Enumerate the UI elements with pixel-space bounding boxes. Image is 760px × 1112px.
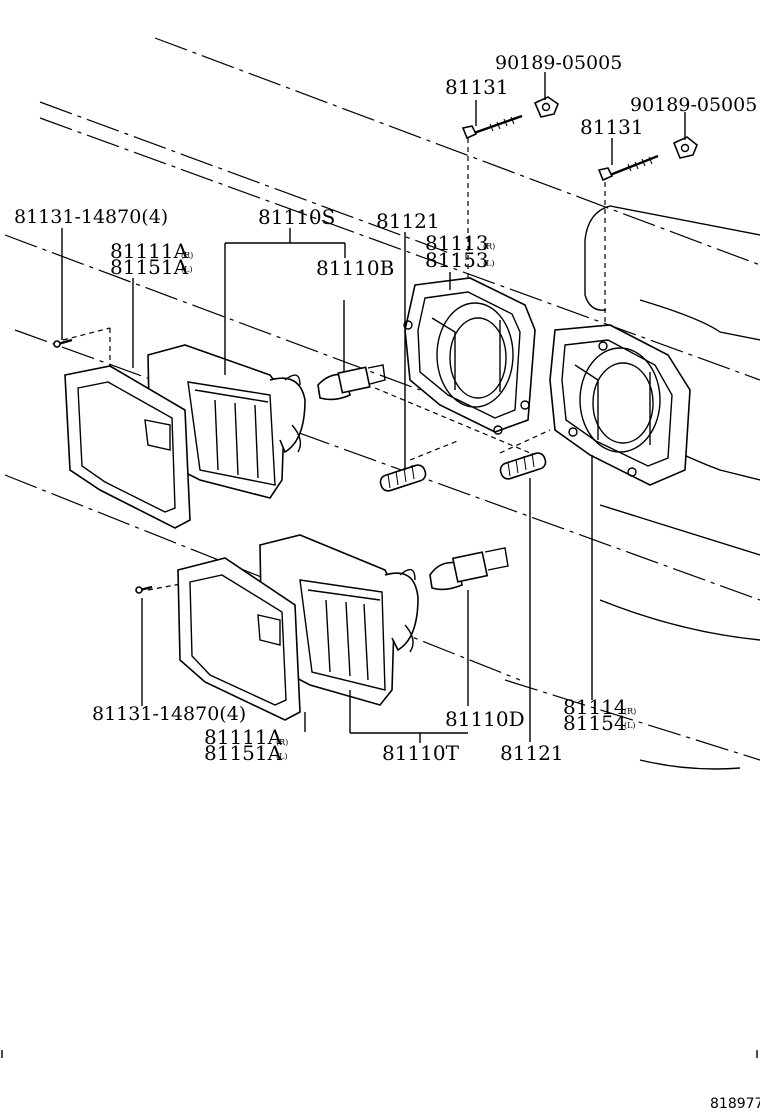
housing-81114 xyxy=(549,324,691,486)
label-housing-lh-suffix: (R) xyxy=(483,242,495,251)
retaining-rim-upper xyxy=(64,365,191,529)
label-screw-upper: 81131-14870(4) xyxy=(14,206,168,228)
label-housing-rh: 81153 xyxy=(425,248,489,272)
label-housing-lh: 81113 xyxy=(425,231,489,255)
bolt-81131-upper xyxy=(461,114,523,140)
figure-number: 818977 xyxy=(710,1096,760,1112)
housing-81113 xyxy=(403,277,536,435)
leader-lines xyxy=(61,72,686,743)
label-spring-upper: 81121 xyxy=(376,209,440,233)
bolt-81131-right xyxy=(597,154,659,182)
label-rim-lower-1: 81111A xyxy=(204,725,283,749)
label-nut-part-2: 90189-05005 xyxy=(630,94,757,116)
label-rim-lower-2-suffix: (L) xyxy=(276,752,288,761)
label-housing-rh-suffix: (L) xyxy=(483,259,495,268)
label-rim-upper-2: 81151A xyxy=(110,255,189,279)
label-rim-lower-2: 81151A xyxy=(204,741,283,765)
label-bolt-part-1: 81131 xyxy=(445,75,509,99)
nut-90189-upper xyxy=(533,96,559,118)
label-spring-lower: 81121 xyxy=(500,741,564,765)
label-housing-lower-1-suffix: (R) xyxy=(624,707,636,716)
label-bulb-upper: 81110B xyxy=(316,256,394,280)
label-housing-lower-1: 81114 xyxy=(563,695,627,719)
label-screw-lower: 81131-14870(4) xyxy=(92,703,246,725)
label-nut-part-1: 90189-05005 xyxy=(495,52,622,74)
label-rim-upper-1-suffix: (R) xyxy=(181,251,193,260)
label-bulb-lower: 81110D xyxy=(445,707,525,731)
label-rim-lower-1-suffix: (R) xyxy=(276,738,288,747)
label-rim-upper-2-suffix: (L) xyxy=(181,265,193,274)
label-headlamp-assy-upper: 81110S xyxy=(258,205,335,229)
corner-marks xyxy=(1,1050,758,1058)
retaining-rim-lower xyxy=(177,557,301,721)
label-headlamp-assy-lower: 81110T xyxy=(382,741,460,765)
spring-81121-lower xyxy=(499,452,547,480)
bulb-lower xyxy=(429,547,509,706)
label-rim-upper-1: 81111A xyxy=(110,239,189,263)
label-housing-lower-2: 81154 xyxy=(563,711,627,735)
spring-81121-upper xyxy=(379,464,427,492)
screw-lower xyxy=(135,585,153,594)
bulb-upper xyxy=(317,300,386,401)
screw-upper xyxy=(53,338,73,348)
label-housing-lower-2-suffix: (L) xyxy=(624,721,636,730)
label-bolt-part-2: 81131 xyxy=(580,115,644,139)
part-labels: 90189-05005 81131 90189-05005 81131 8113… xyxy=(14,52,760,1112)
nut-90189-right xyxy=(672,136,698,159)
